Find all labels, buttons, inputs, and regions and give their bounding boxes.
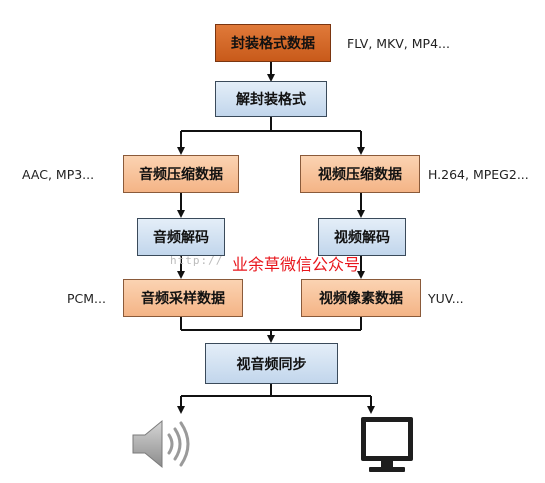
node-video-compressed: 视频压缩数据 — [300, 155, 420, 193]
label-video-raw: YUV... — [428, 291, 464, 306]
monitor-icon — [361, 417, 413, 472]
node-audio-compressed: 音频压缩数据 — [123, 155, 239, 193]
watermark-text: 业余草微信公众号 — [232, 255, 361, 274]
node-container-data: 封装格式数据 — [215, 24, 331, 62]
node-video-decode: 视频解码 — [318, 218, 406, 256]
label-video-formats: H.264, MPEG2... — [428, 167, 529, 182]
node-av-sync: 视音频同步 — [205, 343, 338, 384]
node-demux: 解封装格式 — [215, 81, 327, 117]
label-audio-raw: PCM... — [67, 291, 106, 306]
label-container-formats: FLV, MKV, MP4... — [347, 36, 450, 51]
speaker-icon — [132, 419, 190, 469]
node-audio-decode: 音频解码 — [137, 218, 225, 256]
watermark-url: http:// — [170, 254, 224, 267]
node-audio-sample: 音频采样数据 — [123, 279, 243, 317]
label-audio-formats: AAC, MP3... — [22, 167, 95, 182]
node-video-pixel: 视频像素数据 — [301, 279, 421, 317]
